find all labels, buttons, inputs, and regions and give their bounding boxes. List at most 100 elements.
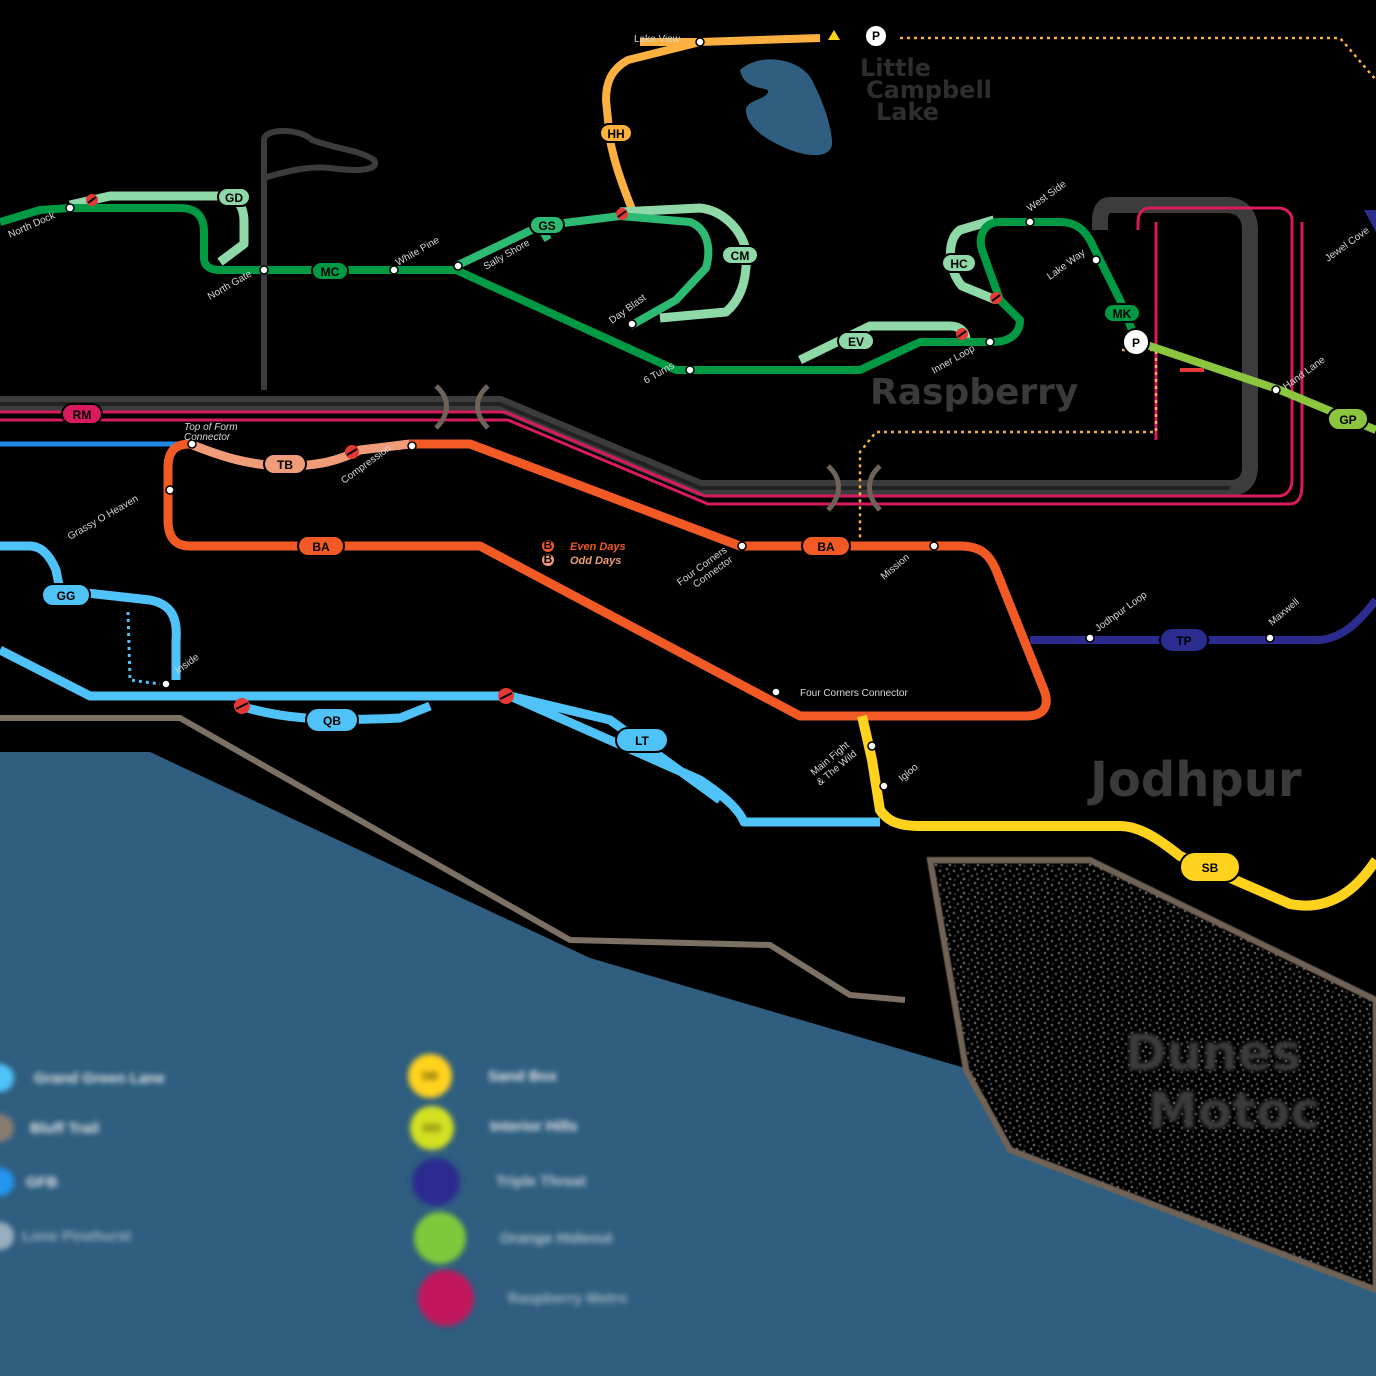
jodhpur-region-label: Jodhpur bbox=[1087, 752, 1302, 808]
svg-text:BA: BA bbox=[817, 540, 835, 554]
svg-text:Raspberry Metro: Raspberry Metro bbox=[508, 1290, 627, 1307]
station-dot bbox=[685, 365, 695, 375]
badge-mc: MC bbox=[311, 261, 349, 281]
svg-text:SB: SB bbox=[422, 1069, 439, 1083]
svg-text:Grassy O Heaven: Grassy O Heaven bbox=[66, 493, 140, 542]
legend-item: Bluff Trail bbox=[0, 1114, 99, 1142]
station-dot bbox=[1085, 633, 1095, 643]
svg-text:White Pine: White Pine bbox=[394, 235, 442, 269]
legend-item: Lone Pinehurst bbox=[0, 1222, 131, 1250]
svg-text:HC: HC bbox=[950, 257, 968, 271]
svg-text:GFB: GFB bbox=[26, 1174, 58, 1191]
svg-text:EV: EV bbox=[848, 335, 864, 349]
svg-text:Triple Threat: Triple Threat bbox=[496, 1173, 586, 1190]
legend-item: Raspberry Metro bbox=[418, 1270, 627, 1326]
legend-item: Orange Hideout bbox=[414, 1212, 613, 1264]
station-dot bbox=[985, 337, 995, 347]
svg-text:B: B bbox=[544, 538, 553, 552]
svg-text:Campbell: Campbell bbox=[866, 76, 992, 104]
station-dot bbox=[867, 741, 877, 751]
svg-text:Jodhpur Loop: Jodhpur Loop bbox=[1093, 589, 1149, 634]
svg-text:P: P bbox=[1132, 336, 1140, 350]
svg-text:Mission: Mission bbox=[879, 552, 912, 582]
badge-sb: SB bbox=[1179, 851, 1241, 883]
station-dot bbox=[771, 687, 781, 697]
svg-text:SB: SB bbox=[1202, 861, 1219, 875]
closure-icon bbox=[956, 328, 968, 340]
closure-icon bbox=[498, 688, 514, 704]
closure-icon bbox=[86, 194, 98, 206]
svg-text:HH: HH bbox=[607, 127, 624, 141]
svg-text:Jewel Cove: Jewel Cove bbox=[1323, 225, 1372, 265]
svg-text:TP: TP bbox=[1176, 634, 1191, 648]
badge-gd: GD bbox=[217, 187, 251, 207]
station-dot bbox=[1271, 385, 1281, 395]
svg-text:TB: TB bbox=[277, 458, 293, 472]
bridge-icon bbox=[434, 384, 882, 512]
service-note-even: B Even Days bbox=[542, 538, 626, 553]
svg-text:GD: GD bbox=[225, 191, 243, 205]
lake-label: Little Campbell Lake bbox=[860, 54, 992, 126]
svg-text:MK: MK bbox=[1113, 307, 1132, 321]
svg-text:Little: Little bbox=[860, 54, 931, 82]
station-dot bbox=[187, 439, 197, 449]
svg-text:Dunes: Dunes bbox=[1125, 1024, 1301, 1082]
closure-markers bbox=[86, 194, 1002, 714]
svg-text:B: B bbox=[544, 552, 553, 566]
svg-text:Sand Box: Sand Box bbox=[488, 1068, 558, 1085]
badge-mk: MK bbox=[1103, 303, 1141, 323]
legend-item: SB Sand Box bbox=[408, 1054, 558, 1098]
amber-dotted-line bbox=[900, 36, 1376, 81]
station-dot bbox=[695, 37, 705, 47]
svg-text:West Side: West Side bbox=[1025, 179, 1069, 215]
svg-text:Top of Form: Top of Form bbox=[184, 422, 238, 433]
svg-text:Igloo: Igloo bbox=[897, 762, 921, 785]
legend-item: Grand Green Lane bbox=[0, 1064, 165, 1092]
closure-icon bbox=[990, 292, 1002, 304]
badge-rm: RM bbox=[61, 403, 103, 425]
station-dot bbox=[165, 485, 175, 495]
badge-tb: TB bbox=[263, 453, 307, 475]
badge-gs: GS bbox=[529, 215, 565, 235]
legend-item: Triple Threat bbox=[412, 1158, 586, 1206]
station-dot bbox=[161, 679, 171, 689]
station-dot bbox=[389, 265, 399, 275]
closure-icon bbox=[234, 698, 250, 714]
station-dot bbox=[1091, 255, 1101, 265]
badge-hh: HH bbox=[599, 123, 633, 143]
navy-line-top bbox=[1364, 210, 1376, 232]
service-note-odd: B Odd Days bbox=[542, 552, 621, 567]
raspberry-region-label: Raspberry bbox=[870, 372, 1078, 413]
svg-text:GG: GG bbox=[57, 589, 76, 603]
svg-text:Hand Lane: Hand Lane bbox=[1281, 355, 1327, 393]
badge-ba-1: BA bbox=[297, 535, 345, 557]
svg-text:Lake: Lake bbox=[876, 98, 939, 126]
flag-tower bbox=[261, 128, 379, 390]
station-dot bbox=[879, 781, 889, 791]
station-dots bbox=[65, 37, 1281, 791]
badge-ba-2: BA bbox=[801, 535, 851, 557]
badge-hc: HC bbox=[941, 253, 977, 273]
raspberry-line-2 bbox=[0, 222, 1304, 506]
yellow-line bbox=[857, 714, 1376, 911]
svg-text:GS: GS bbox=[538, 219, 555, 233]
closure-icon bbox=[616, 208, 628, 220]
svg-text:Four Corners Connector: Four Corners Connector bbox=[800, 688, 908, 699]
station-dot bbox=[407, 441, 417, 451]
badge-qb: QB bbox=[305, 707, 359, 733]
badge-ev: EV bbox=[837, 331, 875, 351]
station-dot bbox=[65, 203, 75, 213]
station-dot bbox=[627, 319, 637, 329]
svg-text:MC: MC bbox=[321, 265, 340, 279]
station-dot bbox=[929, 541, 939, 551]
svg-text:Motoc: Motoc bbox=[1148, 1082, 1320, 1140]
line-badges: GD MC GS CM HH HC EV MK GP RM TB BA BA G… bbox=[41, 123, 1369, 883]
green-line bbox=[0, 204, 1140, 374]
svg-text:RM: RM bbox=[73, 408, 92, 422]
legend-item: DO Interior Hills bbox=[410, 1106, 578, 1150]
badge-tp: TP bbox=[1159, 627, 1209, 653]
main-road bbox=[0, 197, 1258, 496]
station-dot bbox=[1265, 633, 1275, 643]
legend: Grand Green Lane Bluff Trail GFB Lone Pi… bbox=[0, 1054, 627, 1326]
